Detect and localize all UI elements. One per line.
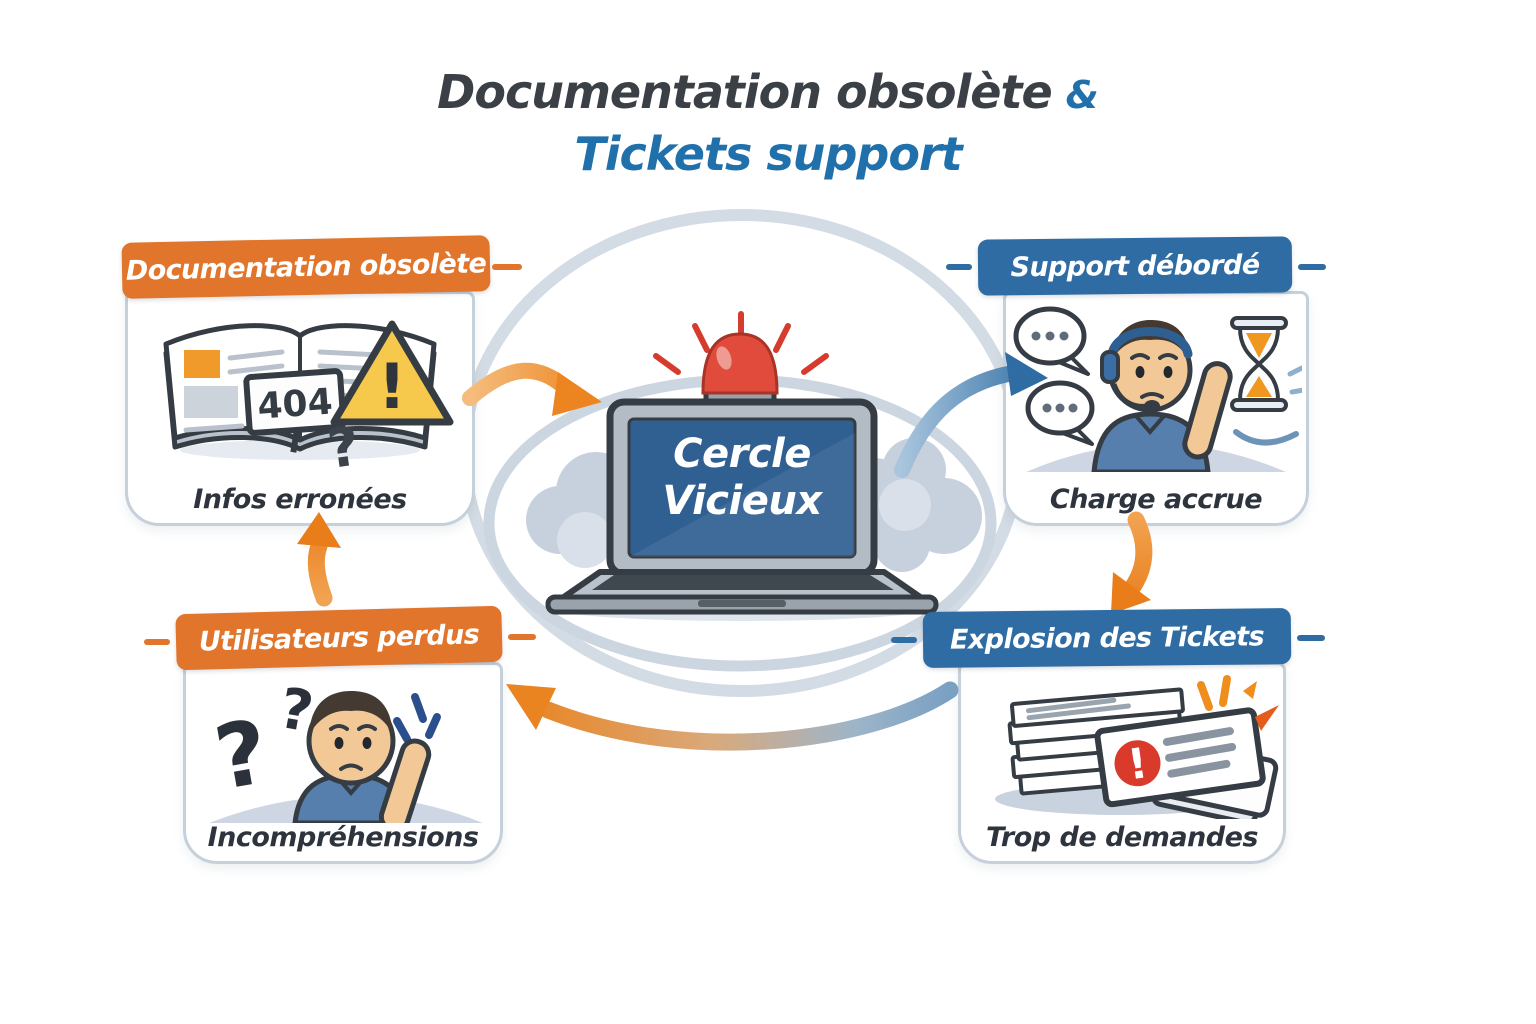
laptop-keys [592,575,894,590]
header-tick [1297,635,1325,641]
node-tickets-header: Explosion des Tickets [922,608,1292,668]
header-tick [492,264,522,270]
agent-arm [1182,361,1233,460]
arrow-tickets-to-users [506,681,959,751]
overloaded-agent-icon [1013,306,1302,472]
headset-band-icon [1107,327,1193,359]
node-users-header: Utilisateurs perdus [175,605,503,671]
title-ampersand: & [1065,73,1099,117]
header-tick [946,264,972,270]
laptop-base [555,569,929,604]
node-tickets-caption: Trop de demandes [985,822,1259,853]
node-support-caption: Charge accrue [1049,484,1263,515]
page-title: Documentation obsolète& Tickets support [0,62,1536,185]
center-screen-label: Cercle Vicieux [629,431,855,525]
speech-bubble-icon [1013,306,1090,376]
arrow-documentation-to-center [462,362,602,416]
stress-marks-icon [393,693,441,743]
confused-user-icon: ? ? [208,676,483,823]
node-support-card: Charge accrue [1003,291,1309,526]
speech-bubble-icon [1025,380,1095,446]
screen-line-1: Cercle [673,431,811,477]
node-users-caption: Incompréhensions [207,822,479,853]
node-tickets-card: ! Trop de demandes [958,662,1286,864]
user-hair [309,691,393,735]
title-line-2: Tickets support [574,126,962,181]
node-users-card: ? ? Incompréhensions [183,662,503,864]
headset-earcup-icon [1100,350,1120,384]
smoke-cloud-right-icon [834,438,982,572]
question-mark-icon: ? [208,700,276,810]
agent-face [1130,353,1178,399]
siren-base [703,380,777,412]
svg-text:404: 404 [256,381,334,427]
swoosh-line [1233,429,1299,446]
header-tick [508,634,536,640]
user-arm [378,738,432,823]
outdated-book-icon: 404 ! ? [163,320,454,470]
ticket-stack-icon: ! [995,675,1279,819]
header-tick [1298,264,1326,270]
spark-marks-icon [1197,675,1279,731]
title-line-1: Documentation obsolète& [437,65,1099,119]
header-tick [891,637,917,643]
siren-rays-icon [653,311,829,375]
404-sign-icon: 404 [243,368,347,453]
node-documentation-caption: Infos erronées [193,484,407,515]
header-tick [144,639,170,645]
node-support-header: Support débordé [977,236,1293,296]
hourglass-icon [1230,316,1302,412]
svg-text:!: ! [378,350,406,423]
siren-dome-icon [701,332,779,395]
node-documentation-header: Documentation obsolète [121,235,491,299]
arrow-support-to-tickets [1111,511,1153,614]
screen-line-2: Vicieux [662,477,822,524]
warning-triangle-icon: ! [330,320,454,426]
alert-ticket-icon: ! [1094,707,1266,808]
user-face [329,724,377,771]
node-documentation-card: 404 ! ? Infos erronées [125,291,475,526]
